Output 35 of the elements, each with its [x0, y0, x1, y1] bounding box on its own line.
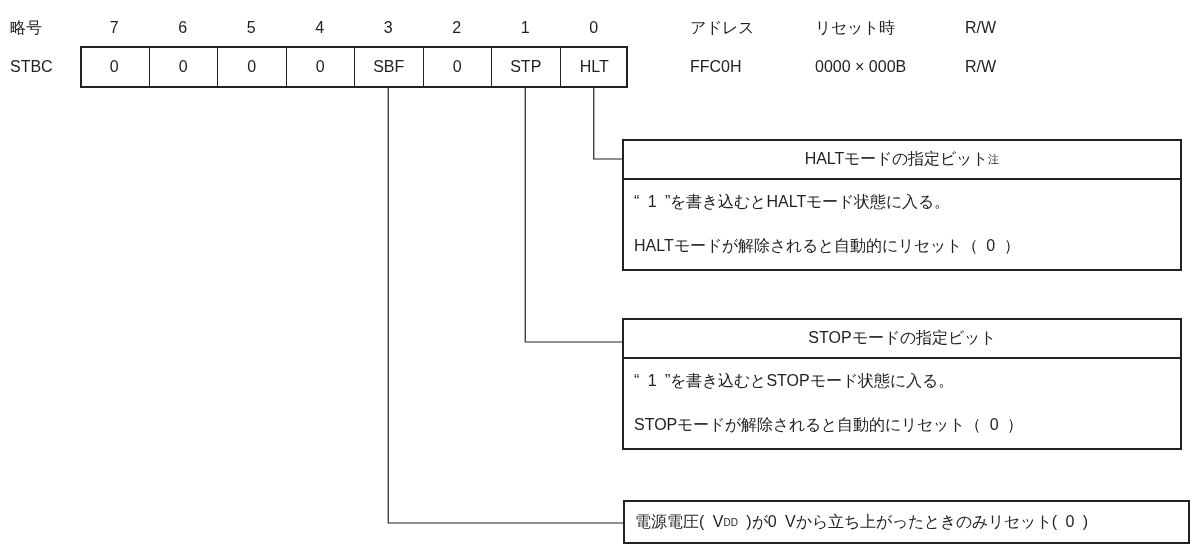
column-heading: リセット時 [815, 18, 895, 38]
description-text: “ 1 ”を書き込むとSTOPモード状態に入る。 [634, 370, 954, 391]
bit-number: 7 [109, 18, 119, 38]
register-bit-cell: 0 [285, 48, 354, 86]
description-text: HALTモードが解除されると自動的にリセット（ 0 ） [634, 236, 1020, 257]
register-name: STBC [10, 57, 53, 77]
bit-number: 1 [520, 18, 530, 38]
leader-line [387, 87, 624, 524]
leader-line [593, 87, 623, 160]
bit-number: 6 [178, 18, 188, 38]
register-bit-cell: 0 [148, 48, 217, 86]
bit-number: 4 [315, 18, 325, 38]
bit-number: 2 [452, 18, 462, 38]
register-bit-cell: 0 [217, 48, 286, 86]
bit-number: 0 [589, 18, 599, 38]
description-box [622, 139, 1182, 271]
register-bit-cell: STP [491, 48, 560, 86]
reset-value: 0000 × 000B [815, 57, 907, 77]
column-heading: R/W [965, 18, 997, 38]
register-bit-cell: 0 [80, 48, 149, 86]
box-heading: STOPモードの指定ビット [624, 320, 1180, 359]
address-value: FFC0H [690, 57, 742, 77]
register-bit-cell: HLT [559, 48, 628, 86]
description-text: “ 1 ”を書き込むとHALTモード状態に入る。 [634, 191, 951, 212]
bit-number: 3 [383, 18, 393, 38]
bit-number: 5 [246, 18, 256, 38]
access-value: R/W [965, 57, 997, 77]
description-box [622, 318, 1182, 450]
column-heading: アドレス [690, 18, 754, 38]
leader-line [524, 87, 623, 343]
register-bit-cell: SBF [354, 48, 423, 86]
register-box [80, 46, 628, 88]
register-bit-cell: 0 [422, 48, 491, 86]
column-heading: 略号 [10, 18, 42, 38]
description-text: STOPモードが解除されると自動的にリセット（ 0 ） [634, 415, 1024, 436]
